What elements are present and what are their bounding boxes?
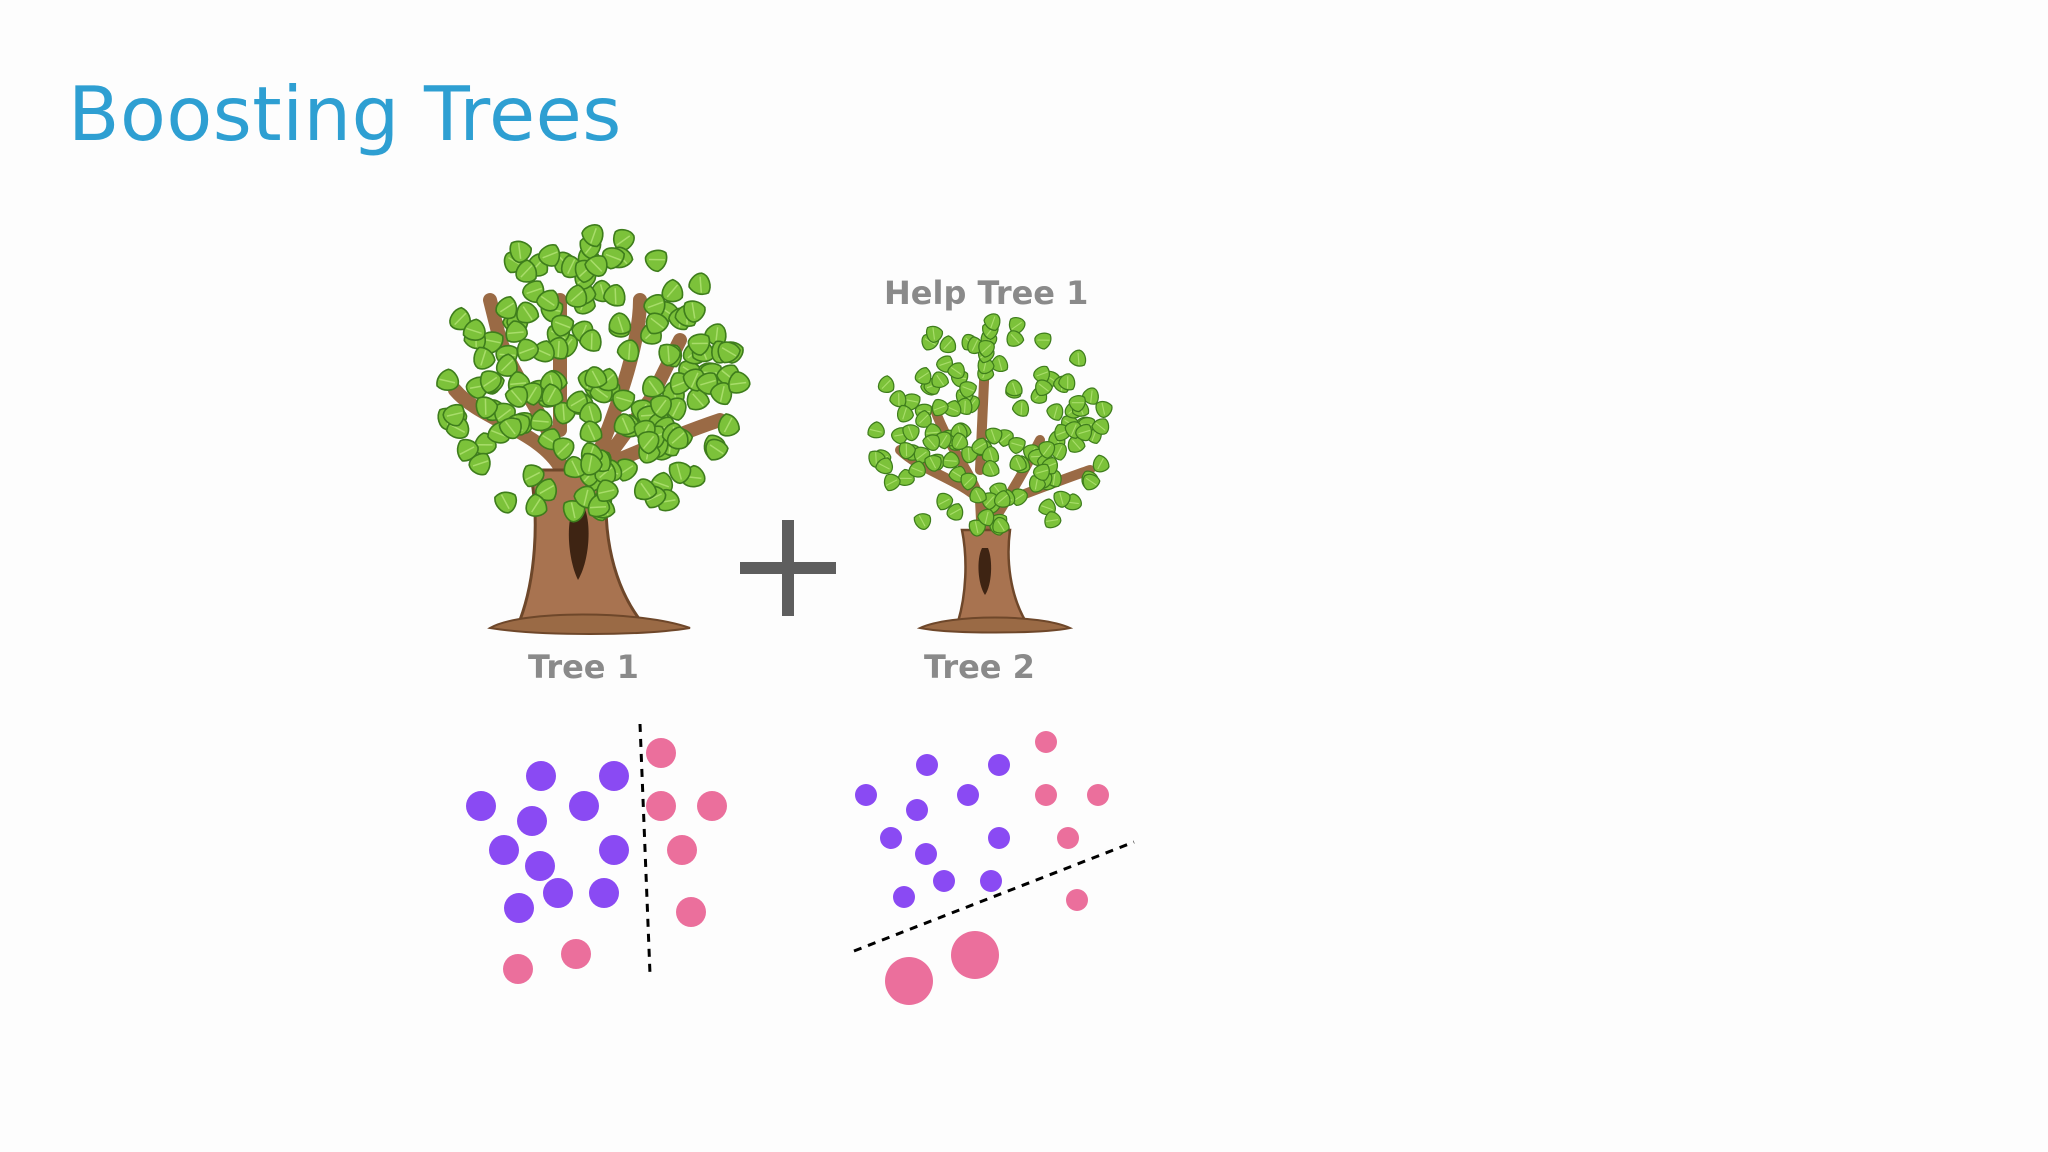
class-b-point [667,835,697,865]
class-a-point [893,886,915,908]
class-a-point [980,870,1002,892]
class-a-point [489,835,519,865]
leaf-shape [704,437,730,462]
class-b-point [676,897,706,927]
class-a-point [543,878,573,908]
tree-2-illustration [863,311,1116,634]
class-a-point [880,827,902,849]
class-a-point [855,784,877,806]
class-a-point [589,878,619,908]
decision-boundary-2 [853,840,1135,953]
class-a-point [526,761,556,791]
class-a-point [504,893,534,923]
leaf-shape [1005,329,1026,349]
class-a-point [599,835,629,865]
class-a-point [517,806,547,836]
class-a-point [915,843,937,865]
leaf-shape [661,278,684,303]
tree-2-label: Tree 2 [924,648,1035,686]
leaf-shape [864,419,888,443]
class-b-point [561,939,591,969]
leaf-shape [877,374,896,394]
class-a-point [466,791,496,821]
class-b-point [697,791,727,821]
leaf-shape [1081,472,1102,491]
class-a-point [988,754,1010,776]
helper-caption: Help Tree 1 [884,274,1089,312]
leaf-shape [1090,453,1111,474]
tree-1-illustration [431,221,754,635]
class-b-point [1066,889,1088,911]
class-a-point [569,791,599,821]
leaf-shape [1066,347,1091,371]
class-a-point [957,784,979,806]
class-b-point [646,738,676,768]
scatter-panel-2 [853,731,1135,1005]
leaf-shape [685,269,717,301]
class-a-point [906,799,928,821]
class-a-point [916,754,938,776]
class-a-point [933,870,955,892]
class-b-point [951,931,999,979]
class-b-point [646,791,676,821]
class-b-point [1035,784,1057,806]
leaf-shape [490,487,520,516]
plus-icon [740,520,836,616]
tree-1-label: Tree 1 [528,648,639,686]
class-b-point [885,957,933,1005]
leaf-shape [910,509,934,532]
class-b-point [1087,784,1109,806]
leaf-shape [939,334,957,354]
class-b-point [503,954,533,984]
class-a-point [525,851,555,881]
slide-title: Boosting Trees [68,70,622,158]
class-b-point [1035,731,1057,753]
class-a-point [599,761,629,791]
leaf-shape [641,243,673,276]
class-a-point [988,827,1010,849]
scatter-panel-1 [466,723,727,984]
leaf-shape [1031,328,1056,352]
decision-boundary-1 [638,723,652,975]
leaf-shape [1009,397,1034,421]
class-b-point [1057,827,1079,849]
